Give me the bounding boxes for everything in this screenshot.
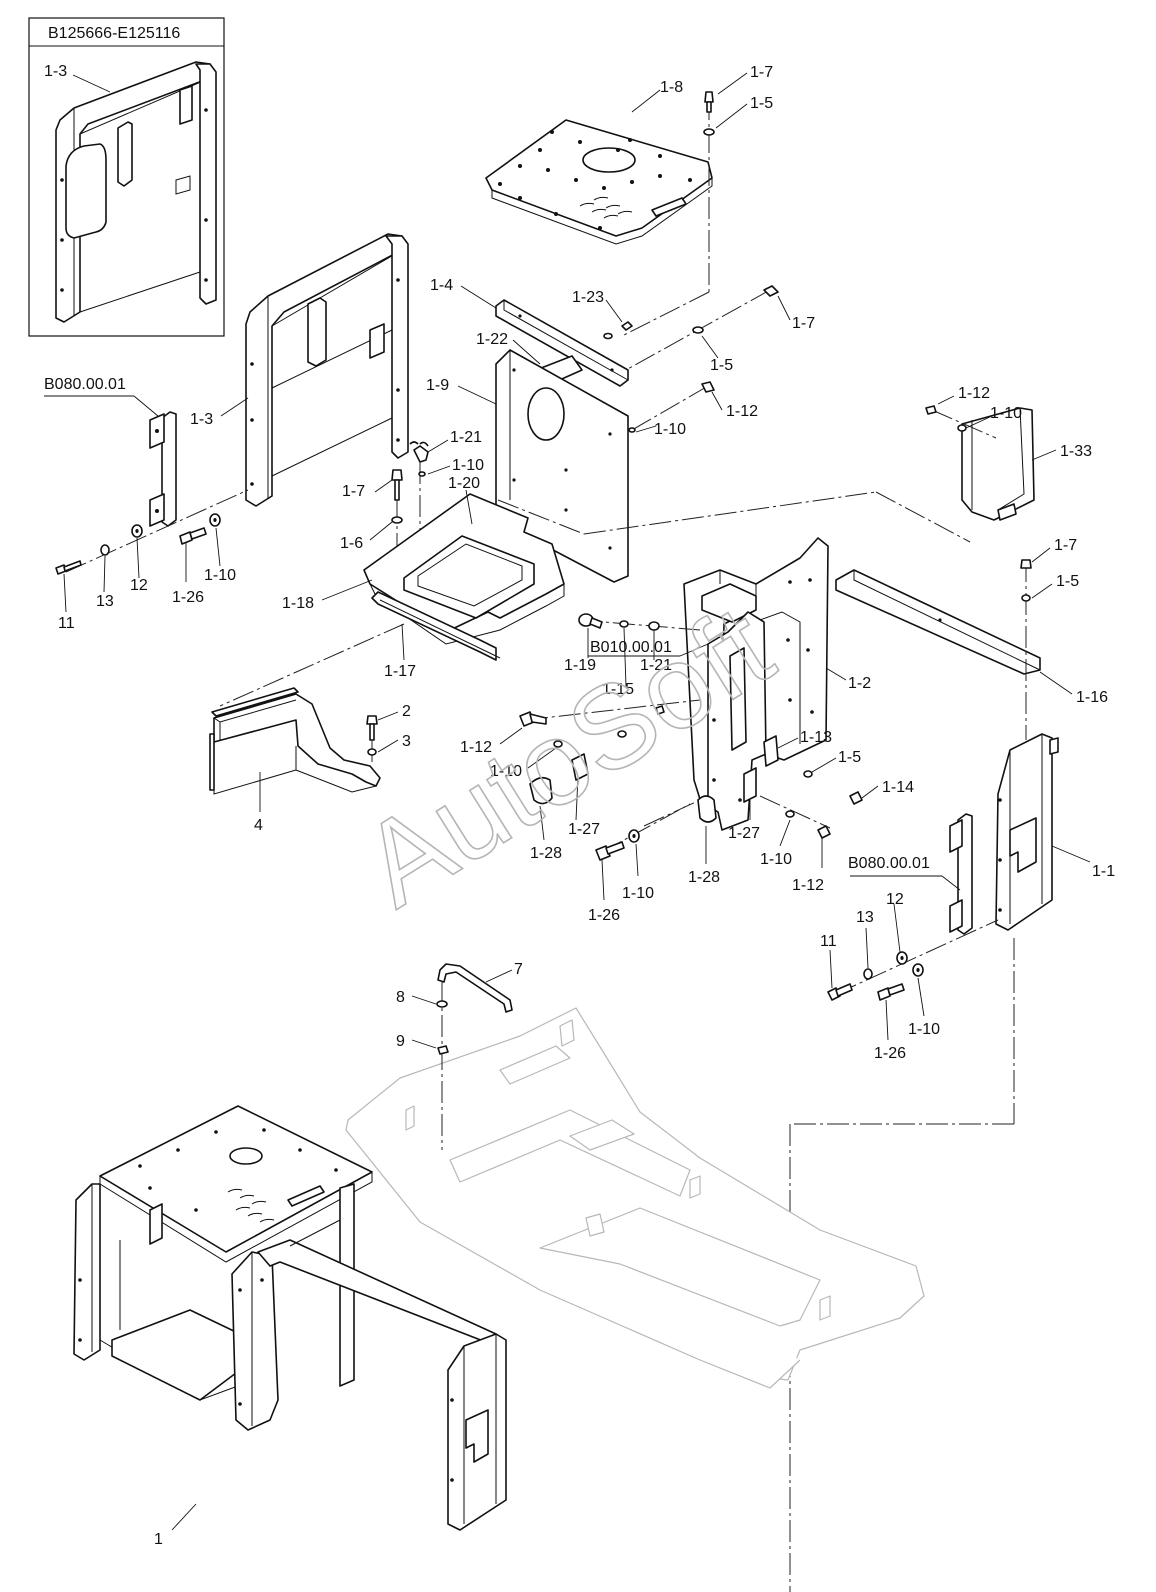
callout: 3	[402, 733, 411, 750]
callout: 1-22	[476, 331, 508, 348]
callout: 1	[154, 1531, 163, 1548]
callout: 1-7	[792, 315, 815, 332]
callout: 1-7	[1054, 537, 1077, 554]
callout: 1-5	[710, 357, 733, 374]
callout: 1-26	[172, 589, 204, 606]
callout: 4	[254, 817, 263, 834]
callout: 1-5	[1056, 573, 1079, 590]
callout: 12	[886, 891, 904, 908]
callout: 1-10	[760, 851, 792, 868]
inset-frame-variant: B125666-E125116	[28, 17, 225, 337]
callout: 13	[856, 909, 874, 926]
callout: 1-21	[640, 657, 672, 674]
callout: 1-23	[572, 289, 604, 306]
callout: 1-12	[460, 739, 492, 756]
callout: 1-17	[384, 663, 416, 680]
callout: 13	[96, 593, 114, 610]
callout: 11	[58, 615, 75, 632]
callout: 1-33	[1060, 443, 1092, 460]
callout: 1-12	[958, 385, 990, 402]
callout: 9	[396, 1033, 405, 1050]
callout: 1-9	[426, 377, 449, 394]
callout-labels: 1-3 1-3 1-8 1-7 1-5 1-4 1-23 1-7 1-22 1-…	[44, 63, 1115, 1548]
callout: 11	[820, 933, 837, 950]
panel-1-9	[495, 349, 629, 583]
callout: 1-5	[750, 95, 773, 112]
callout: 1-15	[602, 681, 634, 698]
leader-lines	[44, 72, 1091, 1531]
callout: 1-4	[430, 277, 453, 294]
frame-1-3	[245, 233, 409, 507]
callout: 1-14	[882, 779, 914, 796]
callout: 1-18	[282, 595, 314, 612]
frame-1-1	[995, 733, 1059, 931]
base-frame-reference: B010.00.01	[590, 639, 672, 656]
callout: 1-8	[660, 79, 683, 96]
rod-7	[437, 963, 513, 1013]
callout: 1-3	[190, 411, 213, 428]
callout: 1-10	[908, 1021, 940, 1038]
callout: 1-16	[1076, 689, 1108, 706]
callout: 1-20	[448, 475, 480, 492]
callout: 1-10	[452, 457, 484, 474]
callout: 12	[130, 577, 148, 594]
base-frame-b010	[345, 1007, 925, 1389]
tray-1-17	[371, 591, 501, 661]
hinge-left	[149, 411, 177, 527]
hardware-left	[55, 489, 249, 575]
hinge-left-reference: B080.00.01	[44, 376, 126, 393]
callout: 8	[396, 989, 405, 1006]
assembly-1	[73, 1105, 507, 1531]
callout: 1-26	[588, 907, 620, 924]
callout: 1-12	[792, 877, 824, 894]
callout: 1-28	[530, 845, 562, 862]
callout: 2	[402, 703, 411, 720]
callout: 1-19	[564, 657, 596, 674]
callout: 1-10	[204, 567, 236, 584]
callout: 1-3	[44, 63, 67, 80]
serial-range-label: B125666-E125116	[48, 25, 180, 42]
bracket-1-33	[961, 407, 1035, 521]
callout: 7	[514, 961, 523, 978]
callout: 1-28	[688, 869, 720, 886]
callout: 1-2	[848, 675, 871, 692]
callout: 1-6	[340, 535, 363, 552]
rail-1-16	[835, 569, 1041, 675]
top-plate-1-8	[485, 119, 713, 245]
cover-4	[209, 687, 381, 795]
callout: 1-13	[800, 729, 832, 746]
callout: 1-10	[490, 763, 522, 780]
callout: 1-12	[726, 403, 758, 420]
tower-frame-1-2	[683, 537, 829, 831]
callout: 1-26	[874, 1045, 906, 1062]
callout: 1-1	[1092, 863, 1115, 880]
callout: 1-7	[342, 483, 365, 500]
callout: 1-5	[838, 749, 861, 766]
hinge-right-reference: B080.00.01	[848, 855, 930, 872]
hinge-right	[949, 813, 973, 935]
callout: 1-27	[568, 821, 600, 838]
callout: 1-10	[654, 421, 686, 438]
callout: 1-27	[728, 825, 760, 842]
callout: 1-10	[622, 885, 654, 902]
callout: 1-10	[990, 405, 1022, 422]
callout: 1-21	[450, 429, 482, 446]
callout: 1-7	[750, 64, 773, 81]
